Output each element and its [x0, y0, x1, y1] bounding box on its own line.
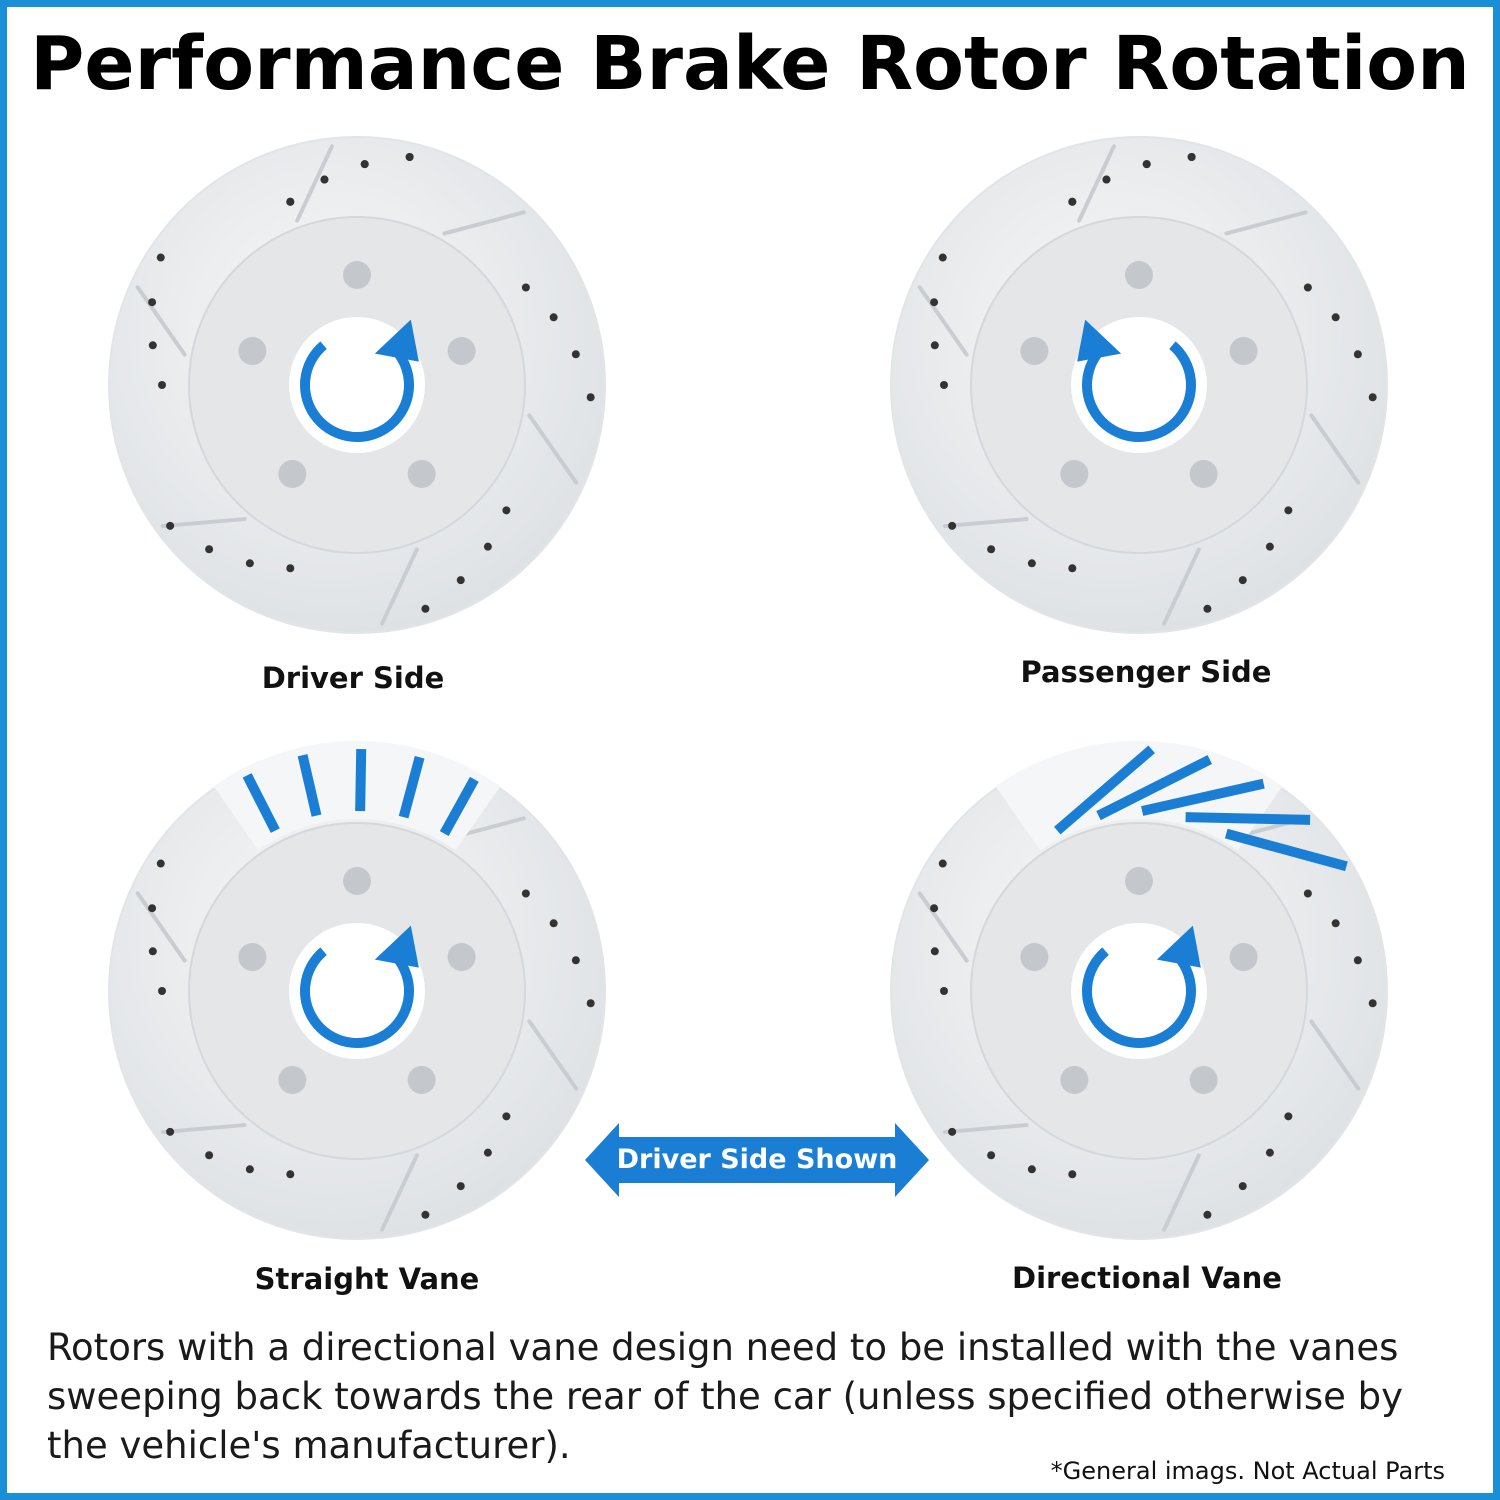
- rotor-driver-side: [97, 125, 617, 645]
- rotation-arrow-icon: [300, 319, 419, 442]
- rotor-illustration: [890, 741, 1388, 1240]
- caption-passenger-side: Passenger Side: [1020, 655, 1272, 689]
- page-title: Performance Brake Rotor Rotation: [30, 21, 1470, 107]
- rotor-illustration: [108, 136, 606, 634]
- straight-vanes: [213, 741, 501, 851]
- rotor-illustration: [890, 136, 1388, 634]
- rotation-arrow-icon: [1082, 925, 1201, 1048]
- rotation-arrow-icon: [300, 925, 419, 1048]
- rotor-illustration: [108, 741, 606, 1240]
- rotor-passenger-side: [879, 125, 1399, 645]
- driver-side-shown-badge: Driver Side Shown: [616, 1144, 898, 1175]
- rotor-straight-vane: [97, 731, 617, 1251]
- rotation-arrow-icon: [1077, 319, 1196, 442]
- installation-note: Rotors with a directional vane design ne…: [47, 1326, 1404, 1467]
- double-arrow-icon: [585, 1123, 929, 1197]
- caption-driver-side: Driver Side: [261, 661, 445, 695]
- directional-vanes: [995, 741, 1348, 872]
- caption-straight-vane: Straight Vane: [254, 1262, 480, 1296]
- rotor-directional-vane: [879, 731, 1399, 1251]
- caption-directional-vane: Directional Vane: [1012, 1261, 1282, 1295]
- disclaimer-text: *General imags. Not Actual Parts: [1050, 1457, 1445, 1485]
